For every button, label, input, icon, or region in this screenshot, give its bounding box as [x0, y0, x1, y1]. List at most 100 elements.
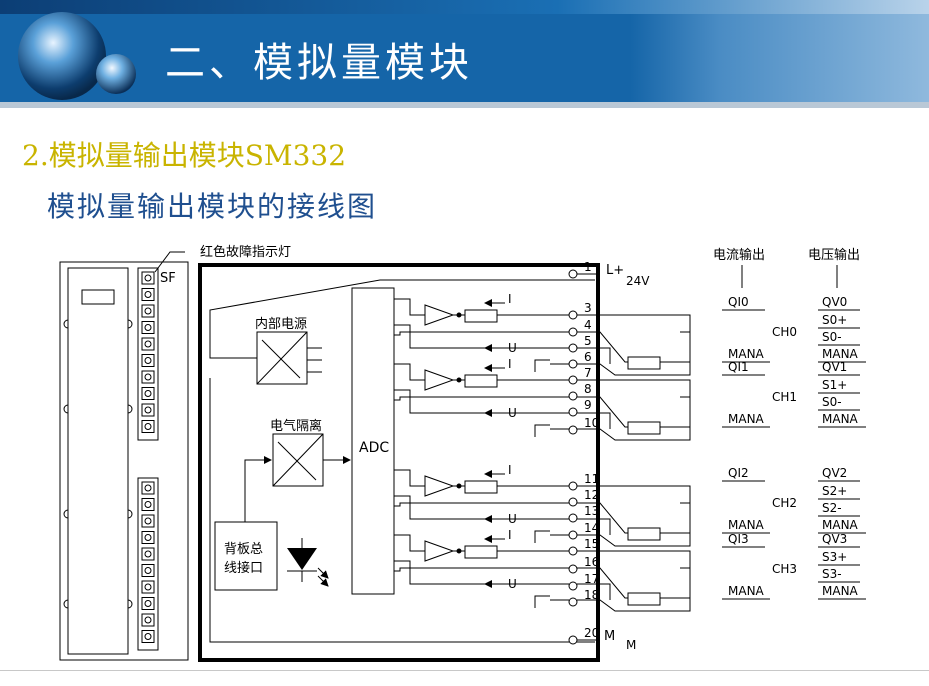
sense-wire — [394, 396, 569, 401]
terminal-slot — [141, 481, 155, 495]
terminal-number: 18 — [584, 588, 599, 602]
section-heading: 2.模拟量输出模块SM332 — [22, 139, 347, 172]
terminal-strip — [137, 267, 159, 651]
voltage-label-sp: S3+ — [822, 550, 847, 564]
terminal-number: 12 — [584, 488, 599, 502]
terminal-slot — [141, 271, 155, 285]
load-wire-mid — [577, 518, 611, 535]
terminal-slot — [141, 514, 155, 528]
terminal-number: 10 — [584, 416, 599, 430]
terminal-slot — [141, 630, 155, 643]
terminal-slot — [141, 403, 155, 417]
terminal-number: 6 — [584, 350, 592, 364]
terminal-m-label: M — [604, 629, 615, 644]
terminal-20 — [568, 635, 578, 645]
voltage-label-sp: S1+ — [822, 378, 847, 392]
sphere-logo-icon — [18, 12, 136, 100]
terminal-screw — [144, 633, 152, 640]
slide-bottom-line — [0, 670, 929, 671]
adc-output-wire — [394, 534, 425, 552]
terminal-number: 9 — [584, 398, 592, 412]
terminal-slot — [141, 387, 155, 400]
current-label-mana: MANA — [728, 584, 765, 598]
header-stripe — [0, 102, 929, 108]
terminal-screw — [144, 423, 152, 430]
terminal-screw — [144, 357, 152, 364]
terminal-number: 7 — [584, 366, 592, 380]
current-label-qi: QI3 — [728, 532, 749, 546]
voltage-label-mana: MANA — [822, 412, 859, 426]
led-icon — [287, 538, 329, 587]
current-label-qi: QI2 — [728, 466, 749, 480]
terminal-11 — [568, 481, 578, 491]
voltage-label-sp: S0+ — [822, 313, 847, 327]
channel-label: CH2 — [772, 496, 797, 510]
terminal-screw — [144, 534, 152, 541]
terminal-screw — [144, 406, 152, 414]
terminal-screw — [144, 616, 152, 624]
terminal-5 — [568, 343, 578, 353]
terminal-slot — [141, 597, 155, 610]
led-callout-line — [154, 251, 185, 273]
load-wire-mid — [577, 412, 611, 429]
load-resistor-icon — [627, 356, 661, 370]
internal-power-label: 内部电源 — [255, 316, 307, 332]
terminal-number: 11 — [584, 472, 599, 486]
terminal-slot — [141, 498, 155, 511]
voltage-label-mana: MANA — [822, 584, 859, 598]
signal-i-label: I — [508, 528, 512, 542]
terminal-number: 15 — [584, 537, 599, 551]
terminal-18 — [568, 597, 578, 607]
amplifier-icon — [424, 304, 455, 326]
terminal-number: 20 — [584, 626, 599, 640]
terminal-screw — [144, 291, 152, 298]
load-wire-cross — [577, 396, 628, 428]
backplane-label-2: 线接口 — [224, 560, 263, 576]
junction-dot — [456, 312, 462, 318]
terminal-slot — [141, 613, 155, 627]
terminal-24v: 24V — [626, 274, 650, 288]
terminal-12 — [568, 497, 578, 507]
terminal-slot — [141, 564, 155, 577]
terminal-l-plus: L+ — [606, 263, 624, 278]
module-front-panel — [59, 261, 189, 661]
sf-label: SF — [160, 271, 176, 286]
voltage-label-qv: QV2 — [822, 466, 847, 480]
terminal-16 — [568, 564, 578, 574]
voltage-feedback-wire — [394, 560, 500, 585]
backplane-label-1: 背板总 — [224, 542, 263, 557]
terminal-9 — [568, 407, 578, 417]
ground-symbol-icon — [534, 424, 550, 437]
diagram-heading: 模拟量输出模块的接线图 — [47, 190, 378, 223]
terminal-6 — [568, 359, 578, 369]
current-label-qi: QI1 — [728, 360, 749, 374]
terminal-10 — [568, 425, 578, 435]
voltage-label-qv: QV0 — [822, 295, 847, 309]
terminal-number: 16 — [584, 555, 599, 569]
terminal-number: 3 — [584, 301, 592, 315]
terminal-screw — [144, 600, 152, 607]
channel-1-circuit: IU — [394, 357, 691, 441]
output-labels: QI0MANACH0QI1MANACH1QI2MANACH2QI3MANACH3… — [722, 295, 866, 600]
channel-label: CH3 — [772, 562, 797, 576]
ground-symbol-icon — [534, 359, 550, 372]
load-wire-bottom — [577, 331, 691, 376]
terminal-slot — [141, 321, 155, 334]
load-wire-bottom — [577, 396, 691, 441]
resistor-icon — [464, 309, 498, 323]
amplifier-icon — [424, 475, 455, 497]
channel-label: CH0 — [772, 325, 797, 339]
terminal-slot — [141, 547, 155, 561]
terminal-number: 14 — [584, 521, 599, 535]
terminal-screw — [144, 373, 152, 381]
terminal-screw — [144, 583, 152, 591]
voltage-label-sp: S2+ — [822, 484, 847, 498]
terminal-slot — [141, 370, 155, 384]
load-wire-top — [577, 314, 691, 363]
terminal-3 — [568, 310, 578, 320]
load-resistor-icon — [627, 421, 661, 435]
voltage-feedback-wire — [394, 495, 500, 520]
